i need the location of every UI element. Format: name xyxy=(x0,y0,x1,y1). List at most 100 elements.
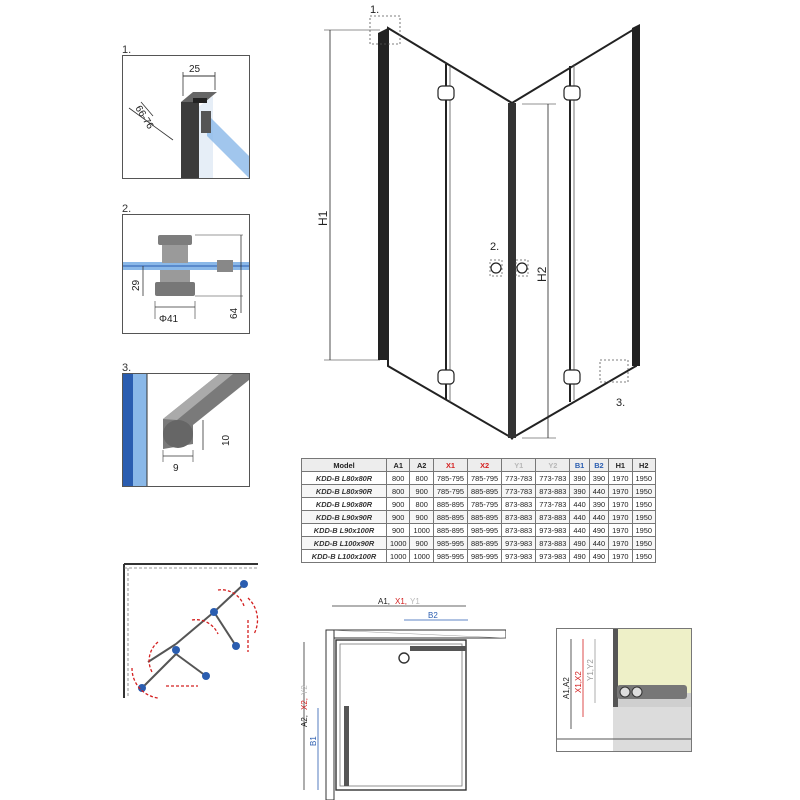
right-wall-profile xyxy=(632,24,640,366)
header-y1: Y1 xyxy=(501,458,537,472)
swing-arrow-icon xyxy=(191,619,219,635)
value-cell: 773-783 xyxy=(501,471,537,485)
model-cell: KDD-B L90x90R xyxy=(301,510,387,524)
pivot-icon xyxy=(232,642,240,650)
value-cell: 900 xyxy=(385,497,411,511)
panel-line xyxy=(213,583,245,613)
value-cell: 900 xyxy=(385,510,411,524)
value-cell: 440 xyxy=(588,536,610,550)
glass-edge xyxy=(123,374,133,486)
value-cell: 1950 xyxy=(631,484,657,498)
value-cell: 885-895 xyxy=(467,536,503,550)
value-cell: 490 xyxy=(569,536,590,550)
detail-3-panel: 9 10 xyxy=(122,373,250,487)
value-cell: 390 xyxy=(588,497,610,511)
value-cell: 1950 xyxy=(631,497,657,511)
dim-diameter: Φ41 xyxy=(159,314,179,325)
value-cell: 873-883 xyxy=(535,484,571,498)
callout-3: 3. xyxy=(616,397,625,409)
value-cell: 440 xyxy=(588,484,610,498)
value-cell: 885-895 xyxy=(467,510,503,524)
header-b1: B1 xyxy=(569,458,590,472)
wall-tile-area xyxy=(613,629,691,693)
value-cell: 1970 xyxy=(608,471,633,485)
value-cell: 973-983 xyxy=(535,549,571,563)
callout-3-box xyxy=(599,359,629,383)
knob-base xyxy=(155,282,195,296)
header-y2: Y2 xyxy=(535,458,571,472)
h1-label: H1 xyxy=(316,210,330,226)
value-cell: 885-895 xyxy=(432,497,469,511)
glass-pane xyxy=(207,114,249,178)
model-cell: KDD-B L100x90R xyxy=(301,536,387,550)
value-cell: 800 xyxy=(409,497,434,511)
value-cell: 873-883 xyxy=(501,523,537,537)
dim-x2: X2, xyxy=(300,698,309,710)
value-cell: 900 xyxy=(409,510,434,524)
wall-detail-panel: A1,A2 X1,X2 Y1,Y2 xyxy=(556,628,692,752)
value-cell: 873-883 xyxy=(535,510,571,524)
model-cell: KDD-B L90x80R xyxy=(301,497,387,511)
model-cell: KDD-B L80x80R xyxy=(301,471,387,485)
header-h1: H1 xyxy=(608,458,633,472)
value-cell: 800 xyxy=(385,471,411,485)
pivot-icon xyxy=(172,646,180,654)
value-cell: 785-795 xyxy=(432,484,469,498)
spec-table-header: Model A1 A2 X1 X2 Y1 Y2 B1 B2 H1 H2 xyxy=(301,458,657,472)
value-cell: 873-883 xyxy=(535,536,571,550)
folded-door-left xyxy=(344,706,349,786)
value-cell: 800 xyxy=(409,471,434,485)
hinge-icon xyxy=(437,369,455,385)
value-cell: 1970 xyxy=(608,497,633,511)
value-cell: 1000 xyxy=(385,536,411,550)
dim-64: 64 xyxy=(229,307,240,319)
swing-arrow-icon xyxy=(217,589,245,607)
model-cell: KDD-B L90x100R xyxy=(301,523,387,537)
dim-x1: X1, xyxy=(395,597,407,606)
value-cell: 973-983 xyxy=(501,549,537,563)
value-cell: 390 xyxy=(569,484,590,498)
header-h2: H2 xyxy=(631,458,657,472)
panel-line xyxy=(175,611,215,645)
value-cell: 1000 xyxy=(409,549,434,563)
value-cell: 1950 xyxy=(631,536,657,550)
dim-29: 29 xyxy=(131,279,142,291)
swing-arrow-icon xyxy=(148,641,159,673)
model-cell: KDD-B L80x90R xyxy=(301,484,387,498)
panel-line xyxy=(141,653,177,689)
value-cell: 800 xyxy=(385,484,411,498)
elevation-view: H1 2. 1. 3. H2 xyxy=(316,4,640,440)
value-cell: 785-795 xyxy=(432,471,469,485)
detail-3-drawing: 9 10 xyxy=(123,374,249,486)
value-cell: 1970 xyxy=(608,536,633,550)
spec-table: Model A1 A2 X1 X2 Y1 Y2 B1 B2 H1 H2 KDD-… xyxy=(301,458,657,563)
model-cell: KDD-B L100x100R xyxy=(301,549,387,563)
dim-x1-x2: X1,X2 xyxy=(574,671,583,693)
value-cell: 785-795 xyxy=(467,471,503,485)
value-cell: 440 xyxy=(569,510,590,524)
pivot-icon xyxy=(202,672,210,680)
value-cell: 1950 xyxy=(631,510,657,524)
callout-1-box xyxy=(369,15,401,45)
dim-10: 10 xyxy=(221,434,232,446)
hinge-icon xyxy=(563,85,581,101)
value-cell: 490 xyxy=(588,549,610,563)
value-cell: 1950 xyxy=(631,549,657,563)
dim-9: 9 xyxy=(173,463,179,474)
value-cell: 1970 xyxy=(608,510,633,524)
value-cell: 900 xyxy=(409,484,434,498)
value-cell: 1000 xyxy=(409,523,434,537)
dim-y1: Y1 xyxy=(410,597,420,606)
value-cell: 1000 xyxy=(385,549,411,563)
value-cell: 773-783 xyxy=(535,497,571,511)
callout-1: 1. xyxy=(370,4,379,16)
pivot-icon xyxy=(138,684,146,692)
detail-2-drawing: 64 29 Φ41 xyxy=(123,234,249,325)
